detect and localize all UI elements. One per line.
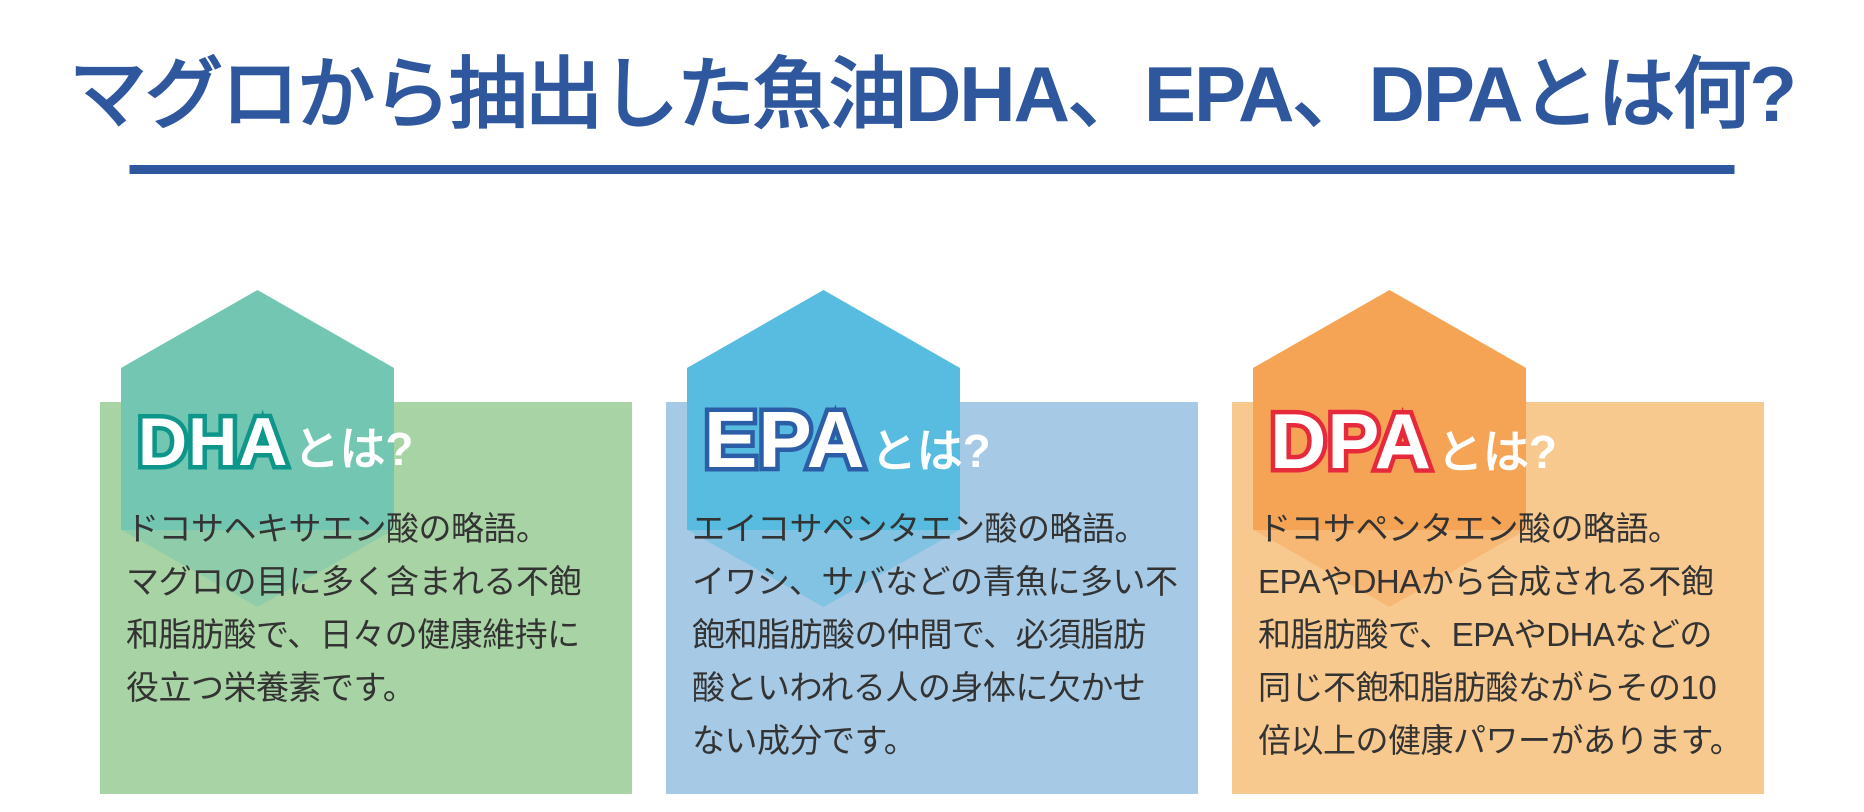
dha-heading: DHA とは? [138, 408, 413, 476]
dha-description: ドコサヘキサエン酸の略語。マグロの目に多く含まれる不飽和脂肪酸で、日々の健康維持… [126, 502, 612, 714]
dpa-heading-suffix: とは? [1436, 426, 1558, 478]
title-block: マグロから抽出した魚油DHA、EPA、DPAとは何? [0, 0, 1864, 174]
dpa-heading: DPA とは? [1270, 402, 1557, 480]
epa-description: エイコサペンタエン酸の略語。イワシ、サバなどの青魚に多い不飽和脂肪酸の仲間で、必… [692, 502, 1178, 767]
body-text-line: ない成分です。 [692, 722, 917, 759]
body-text-line: ドコサペンタエン酸の略語。 [1258, 510, 1681, 547]
dpa-abbr-label: DPA [1270, 402, 1432, 480]
card-dha: DHA とは? ドコサヘキサエン酸の略語。マグロの目に多く含まれる不飽和脂肪酸で… [100, 290, 632, 794]
body-text-line: 飽和脂肪酸の仲間で、必須脂肪 [692, 616, 1146, 653]
body-text-line: 和脂肪酸で、EPAやDHAなどの [1258, 616, 1712, 653]
body-text-line: 酸といわれる人の身体に欠かせ [692, 669, 1146, 706]
epa-heading-suffix: とは? [870, 425, 991, 477]
dha-heading-suffix: とは? [293, 423, 414, 475]
body-text-line: 同じ不飽和脂肪酸ながらその10 [1258, 669, 1717, 706]
dpa-description: ドコサペンタエン酸の略語。 EPAやDHAから合成される不飽和脂肪酸で、EPAやD… [1258, 502, 1744, 767]
epa-heading: EPA とは? [704, 400, 991, 481]
dha-abbr-label: DHA [138, 408, 289, 476]
body-text-line: 倍以上の健康パワーがあります。 [1258, 722, 1743, 759]
body-text-line: エイコサペンタエン酸の略語。 [692, 510, 1148, 547]
card-dpa: DPA とは? ドコサペンタエン酸の略語。 EPAやDHAから合成される不飽和脂肪… [1232, 290, 1764, 794]
cards-row: DHA とは? ドコサヘキサエン酸の略語。マグロの目に多く含まれる不飽和脂肪酸で… [100, 290, 1764, 794]
body-text-line: EPAやDHAから合成される不飽 [1258, 563, 1714, 600]
epa-abbr-label: EPA [704, 400, 866, 481]
body-text-line: 和脂肪酸で、日々の健康維持に [126, 616, 580, 653]
page-title: マグロから抽出した魚油DHA、EPA、DPAとは何? [68, 50, 1797, 138]
body-text-line: 役立つ栄養素です。 [126, 669, 416, 706]
title-underline [129, 165, 1735, 174]
body-text-line: ドコサヘキサエン酸の略語。 [126, 510, 549, 547]
card-epa: EPA とは? エイコサペンタエン酸の略語。イワシ、サバなどの青魚に多い不飽和脂… [666, 290, 1198, 794]
body-text-line: イワシ、サバなどの青魚に多い不 [692, 563, 1178, 600]
body-text-line: マグロの目に多く含まれる不飽 [126, 563, 582, 600]
